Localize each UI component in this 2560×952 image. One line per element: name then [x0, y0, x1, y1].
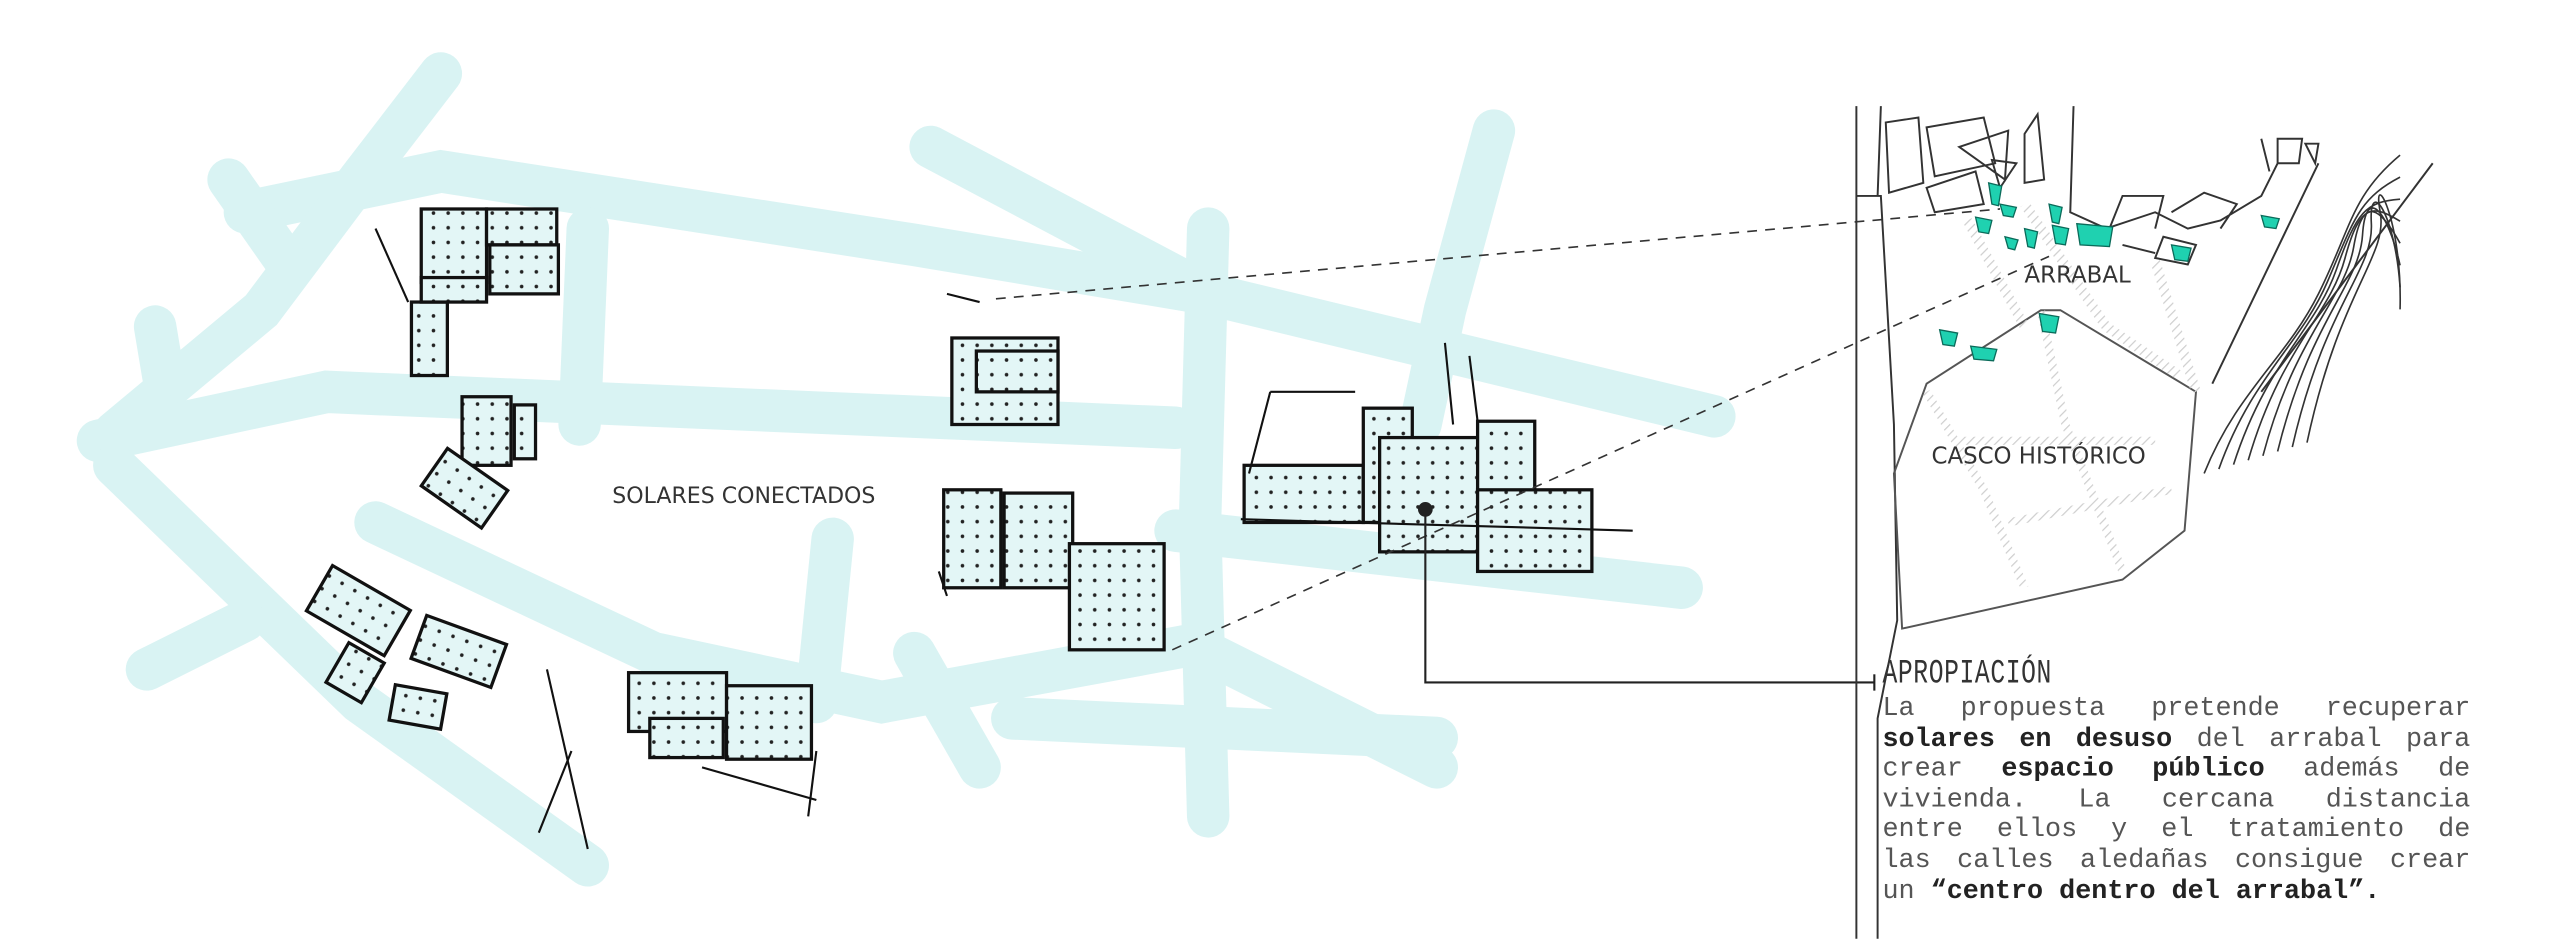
- vacant-plot: [1999, 203, 2018, 218]
- label-casco-historico: CASCO HISTÓRICO: [1931, 444, 2146, 471]
- body-text: las calles aledañas consigue crear: [1882, 844, 2471, 876]
- street: [1154, 509, 1703, 609]
- building-block: [512, 403, 538, 461]
- street: [795, 517, 854, 724]
- building-block: [488, 243, 561, 296]
- street: [207, 158, 307, 283]
- contour-line: [2218, 176, 2401, 470]
- street: [76, 370, 1197, 463]
- building-block: [1475, 488, 1594, 574]
- building-block: [419, 207, 489, 285]
- contour-line: [2203, 154, 2401, 474]
- vacant-plot: [2023, 227, 2039, 249]
- vacant-plot: [2051, 224, 2070, 246]
- street: [909, 125, 1230, 316]
- leader-line: [1424, 509, 1876, 691]
- body-text: crear: [1882, 752, 2002, 785]
- body-text: un: [1882, 874, 1931, 906]
- vacant-plot: [1969, 345, 1998, 362]
- building-block: [724, 684, 814, 761]
- body-text: entre ellos y el tratamiento de: [1882, 813, 2471, 845]
- building-block: [304, 563, 413, 658]
- description-line: un “centro dentro del arrabal”.: [1882, 874, 2471, 906]
- building-block: [419, 275, 489, 304]
- parcel-line: [1468, 355, 1479, 422]
- parcel-line: [807, 750, 818, 817]
- building-block: [419, 446, 510, 531]
- building-block: [460, 395, 513, 467]
- building-blocks-layer: [304, 207, 1633, 850]
- street: [133, 305, 185, 397]
- location-map: [1855, 106, 2434, 939]
- vacant-plot: [2004, 235, 2019, 251]
- building-block: [942, 488, 1003, 590]
- emphasis-text: “centro dentro del arrabal”.: [1930, 874, 2381, 906]
- vacant-plot: [2038, 312, 2060, 334]
- focus-point-marker: [1417, 502, 1433, 517]
- contour-line: [2291, 201, 2401, 448]
- vacant-plot: [1987, 181, 2003, 207]
- building-block: [1242, 463, 1365, 525]
- vacant-plot: [2260, 214, 2281, 230]
- description-line: La propuesta pretende recuperar: [1882, 692, 2471, 724]
- contour-line: [2247, 210, 2401, 461]
- street: [991, 697, 1459, 760]
- parcel-line: [537, 750, 573, 834]
- topographic-contours: [2203, 154, 2401, 474]
- contour-line: [2232, 198, 2401, 465]
- label-solares-conectados: SOLARES CONECTADOS: [612, 483, 876, 510]
- contour-line: [2276, 207, 2401, 452]
- building-block: [1002, 491, 1075, 590]
- body-text: del arrabal para: [2172, 722, 2471, 754]
- building-block: [1067, 542, 1166, 652]
- section-title: APROPIACIÓN: [1882, 656, 2052, 694]
- building-block: [408, 613, 509, 690]
- street: [893, 631, 1001, 789]
- building-block: [409, 300, 449, 378]
- emphasis-text: espacio público: [2001, 752, 2265, 785]
- building-block: [387, 682, 449, 732]
- vacant-plot: [1974, 216, 1993, 235]
- description-line: crear espacio público además de: [1882, 752, 2471, 785]
- description-line: solares en desuso del arrabal para: [1882, 722, 2471, 754]
- building-block: [323, 640, 387, 705]
- street: [354, 501, 1459, 789]
- building-block: [648, 716, 725, 760]
- vacant-plot: [2170, 244, 2192, 262]
- description-line: vivienda. La cercana distancia: [1882, 783, 2471, 815]
- parcel-line: [1247, 391, 1272, 474]
- description-line: las calles aledañas consigue crear: [1882, 844, 2471, 876]
- vacant-plot: [2048, 203, 2063, 225]
- dashed-connector-lines: [995, 208, 2050, 651]
- street: [1399, 109, 1516, 446]
- parcel-line: [937, 571, 948, 597]
- building-block: [484, 207, 559, 247]
- parcel-line: [701, 766, 817, 802]
- contour-line: [2262, 210, 2401, 457]
- streets-layer: [76, 52, 1736, 887]
- description-line: entre ellos y el tratamiento de: [1882, 813, 2471, 845]
- parcel-line: [946, 292, 980, 304]
- street: [125, 599, 267, 691]
- street: [558, 207, 609, 446]
- parcel-line: [374, 228, 410, 303]
- label-arrabal: ARRABAL: [2024, 262, 2131, 289]
- body-text: La propuesta pretende recuperar: [1882, 692, 2471, 724]
- contour-line: [2306, 194, 2401, 443]
- parcel-line: [1443, 342, 1455, 425]
- building-block: [974, 349, 1060, 394]
- building-block: [1377, 435, 1483, 554]
- vacant-plot: [1938, 328, 1959, 347]
- parcel-line: [1240, 518, 1633, 532]
- body-text: vivienda. La cercana distancia: [1882, 783, 2471, 815]
- street: [93, 52, 463, 454]
- emphasis-text: solares en desuso: [1882, 722, 2173, 754]
- vacant-plots-highlight: [1938, 181, 2281, 362]
- body-text: además de: [2264, 752, 2471, 785]
- vacant-plot: [2076, 222, 2114, 248]
- description-block: APROPIACIÓN La propuesta pretende recupe…: [1882, 656, 2471, 907]
